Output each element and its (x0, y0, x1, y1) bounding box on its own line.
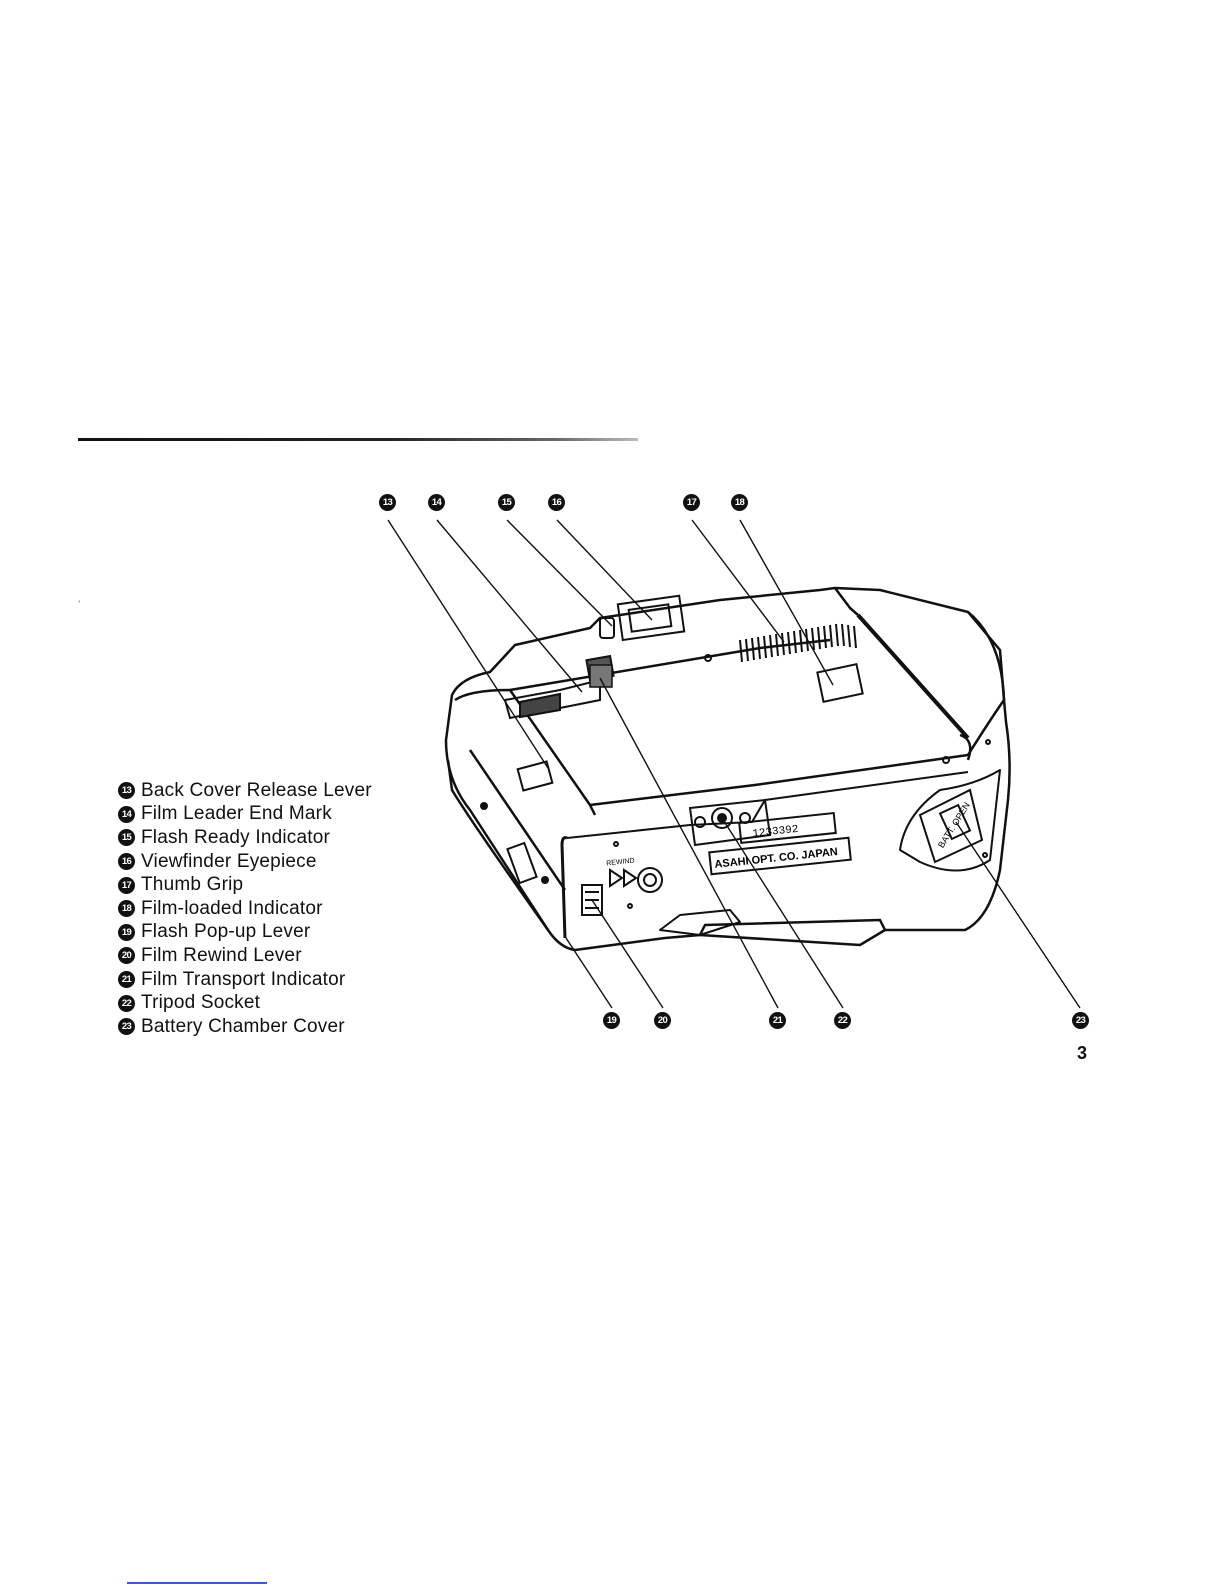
legend-item: 19 Flash Pop-up Lever (118, 921, 372, 945)
scan-speck: ʼ (78, 600, 81, 611)
callout-23: 23 (1072, 1012, 1089, 1029)
legend-item: 18 Film-loaded Indicator (118, 897, 372, 921)
legend-number: 23 (118, 1018, 135, 1036)
leader-lines (387, 519, 1081, 1009)
parts-legend: 13 Back Cover Release Lever 14 Film Leader… (118, 779, 372, 1039)
legend-item: 15 Flash Ready Indicator (118, 826, 372, 850)
callout-19: 19 (603, 1012, 620, 1029)
legend-number: 14 (118, 805, 135, 823)
legend-number: 20 (118, 947, 135, 965)
callout-15: 15 (498, 494, 515, 511)
legend-item: 16 Viewfinder Eyepiece (118, 850, 372, 874)
serial-number-text: 1233392 (752, 824, 799, 841)
legend-number: 15 (118, 829, 135, 847)
thumb-grip-grille (739, 623, 857, 663)
legend-item: 21 Film Transport Indicator (118, 968, 372, 992)
callout-18: 18 (731, 494, 748, 511)
legend-number: 17 (118, 876, 135, 894)
legend-label: Thumb Grip (141, 874, 244, 896)
legend-number: 13 (118, 782, 135, 800)
callout-16: 16 (548, 494, 565, 511)
legend-number: 21 (118, 971, 135, 989)
film-transport-window (589, 664, 613, 688)
legend-label: Flash Ready Indicator (141, 826, 331, 848)
film-loaded-window (816, 662, 864, 704)
legend-label: Back Cover Release Lever (141, 779, 372, 801)
legend-item: 17 Thumb Grip (118, 873, 372, 897)
viewfinder-eyepiece (599, 594, 712, 662)
legend-label: Film Transport Indicator (141, 968, 346, 990)
battery-cover (918, 788, 984, 864)
page-number: 3 (1077, 1043, 1088, 1063)
legend-number: 22 (118, 994, 135, 1012)
legend-label: Film-loaded Indicator (141, 897, 323, 919)
tripod-plate (688, 798, 852, 876)
callout-22: 22 (834, 1012, 851, 1029)
header-rule (78, 438, 638, 441)
camera-body (444, 586, 1011, 952)
legend-item: 23 Battery Chamber Cover (118, 1015, 372, 1039)
legend-item: 20 Film Rewind Lever (118, 944, 372, 968)
legend-item: 13 Back Cover Release Lever (118, 779, 372, 803)
bottom-link-underline[interactable] (127, 1582, 267, 1584)
callout-14: 14 (428, 494, 445, 511)
callout-20: 20 (654, 1012, 671, 1029)
legend-label: Tripod Socket (141, 992, 261, 1014)
legend-number: 18 (118, 900, 135, 918)
legend-label: Film Rewind Lever (141, 944, 302, 966)
callout-13: 13 (379, 494, 396, 511)
legend-number: 16 (118, 853, 135, 871)
legend-label: Battery Chamber Cover (141, 1015, 345, 1037)
legend-item: 22 Tripod Socket (118, 991, 372, 1015)
legend-label: Viewfinder Eyepiece (141, 850, 317, 872)
legend-item: 14 Film Leader End Mark (118, 803, 372, 827)
side-details (480, 739, 991, 885)
rewind-area (581, 841, 663, 916)
legend-label: Flash Pop-up Lever (141, 921, 311, 943)
legend-label: Film Leader End Mark (141, 803, 332, 825)
legend-number: 19 (118, 923, 135, 941)
callout-21: 21 (769, 1012, 786, 1029)
rewind-marking-text: REWIND (606, 858, 635, 868)
callout-17: 17 (683, 494, 700, 511)
